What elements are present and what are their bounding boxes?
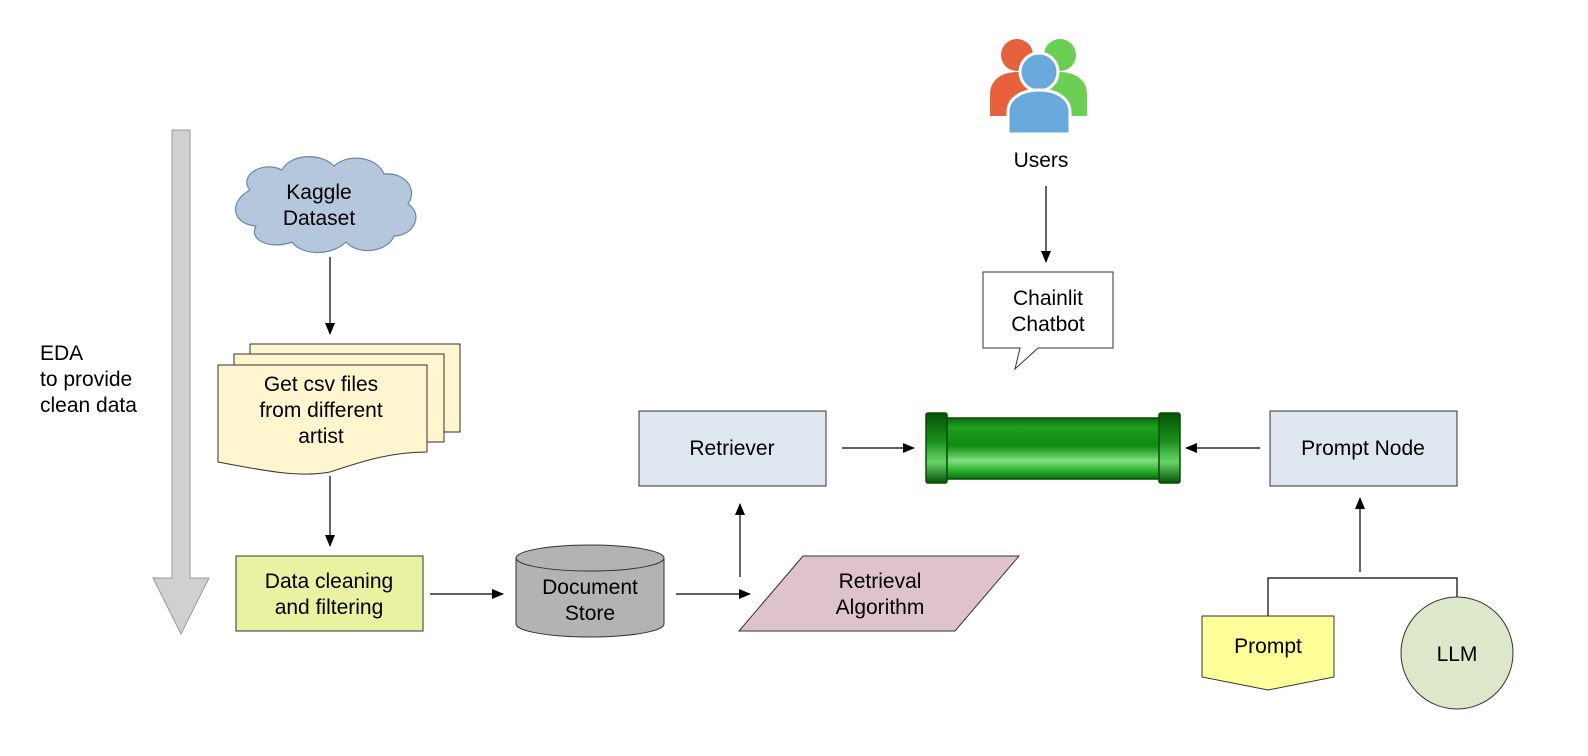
chatbot-speech-bubble: [982, 271, 1114, 371]
retrieval-label-line2: Algorithm: [836, 596, 925, 619]
prompt-shape: [1201, 615, 1335, 691]
document-store-cylinder: [515, 544, 665, 638]
llm-label: LLM: [1437, 643, 1478, 666]
chatbot-label-line2: Chatbot: [1011, 313, 1085, 336]
eda-label-line1: EDA: [40, 342, 83, 365]
retrieval-algorithm-parallelogram: [737, 555, 1021, 632]
kaggle-label-line2: Dataset: [283, 207, 356, 230]
prompt-node-label: Prompt Node: [1301, 437, 1425, 460]
docstore-label-line1: Document: [542, 576, 638, 599]
eda-arrow: [152, 129, 210, 636]
connector-prompt-llm: [1267, 577, 1458, 616]
eda-label-line3: clean data: [40, 394, 137, 417]
data-cleaning-box: [235, 555, 424, 632]
llm-circle: [1400, 596, 1514, 710]
green-pipe-icon: [925, 412, 1181, 484]
docstore-label-line2: Store: [565, 602, 615, 625]
chatbot-label-line1: Chainlit: [1013, 287, 1083, 310]
csv-label-line3: artist: [298, 425, 344, 448]
retrieval-label-line1: Retrieval: [839, 570, 922, 593]
cleaning-label-line2: and filtering: [275, 596, 384, 619]
eda-label-line2: to provide: [40, 368, 132, 391]
users-icon: [990, 39, 1087, 136]
cleaning-label-line1: Data cleaning: [265, 570, 393, 593]
csv-label-line1: Get csv files: [264, 373, 378, 396]
prompt-label: Prompt: [1234, 635, 1302, 658]
kaggle-label-line1: Kaggle: [286, 181, 351, 204]
csv-label-line2: from different: [259, 399, 382, 422]
retriever-box: [638, 410, 827, 487]
kaggle-cloud: [234, 156, 417, 253]
csv-files-documents: [217, 343, 461, 475]
retriever-label: Retriever: [689, 437, 774, 460]
users-label: Users: [1014, 149, 1069, 172]
prompt-node-box: [1269, 410, 1458, 487]
